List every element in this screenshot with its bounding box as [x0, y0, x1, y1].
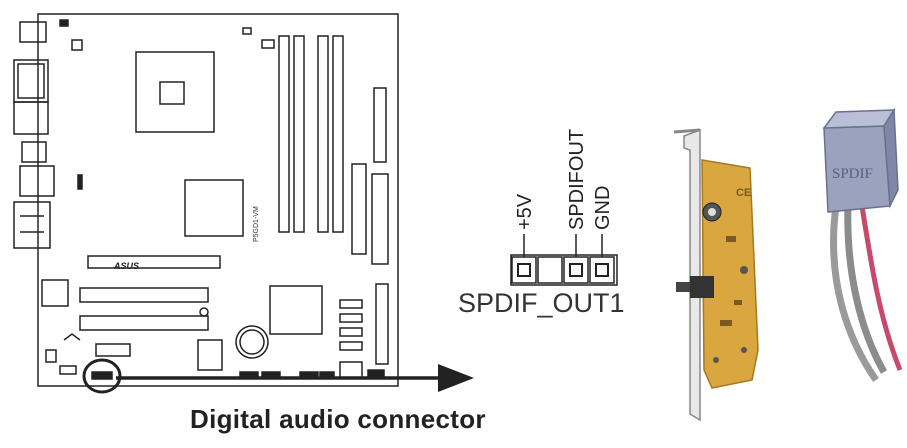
connector-name: SPDIF_OUT1 [458, 288, 625, 318]
spdif-cable [822, 107, 903, 383]
dimm-slot-3 [317, 35, 329, 233]
sata-port-3 [339, 327, 363, 337]
spdif-bracket-module [673, 128, 759, 422]
board-outline [37, 13, 399, 387]
card-marking: CE [736, 187, 751, 199]
spdif-header-highlight [82, 358, 122, 394]
pcie-slot [87, 255, 221, 269]
floppy-connector [373, 87, 387, 163]
dimm-slot-2 [293, 35, 305, 233]
sata-port-2 [339, 313, 363, 323]
small-chip [71, 39, 83, 51]
svg-text:ASUS: ASUS [113, 261, 139, 271]
spdif-header-pinout [510, 234, 618, 286]
svg-text:P5GD1-VM: P5GD1-VM [253, 206, 260, 242]
io-ps2-port [19, 21, 47, 43]
metal-bracket [683, 128, 701, 422]
io-serial-port [13, 101, 49, 135]
pin-2-keyed [537, 256, 563, 284]
cable-wire-red [859, 205, 903, 371]
io-usb-port [21, 141, 47, 163]
motherboard [13, 13, 399, 394]
bios-chip [197, 339, 223, 371]
cpu-socket [135, 51, 215, 133]
southbridge-chip [269, 285, 323, 335]
io-parallel-port [13, 59, 49, 103]
pin-label-5v: +5V [514, 193, 536, 230]
ide-connector-2 [371, 173, 389, 265]
optical-jack [690, 276, 714, 298]
cmos-battery [235, 325, 269, 359]
pin-label-spdifout: SPDIFOUT [566, 129, 588, 230]
io-audio-jacks [13, 201, 51, 249]
ide-connector-1 [351, 163, 367, 255]
cpu-socket-center [159, 81, 185, 105]
sata-port-1 [339, 299, 363, 309]
audio-codec-chip [41, 279, 69, 307]
cable-housing-label: SPDIF [832, 166, 873, 182]
diagram-caption: Digital audio connector [190, 404, 486, 434]
cable-wire-gray-1 [844, 205, 888, 374]
cable-wire-gray-2 [830, 205, 879, 383]
sata-port-4 [339, 341, 363, 351]
pin-label-gnd: GND [592, 186, 614, 230]
pointer-arrowhead [438, 364, 474, 392]
dimm-slot-4 [332, 35, 344, 233]
spdif-header-on-board [91, 371, 113, 380]
pci-slot-2 [79, 315, 209, 331]
dimm-slot-1 [278, 35, 290, 233]
pci-slot-1 [79, 287, 209, 303]
header-outline [510, 254, 618, 286]
northbridge-chip [184, 179, 244, 237]
io-lan-port [19, 165, 55, 197]
atx-power-connector [375, 283, 389, 365]
io-parallel-inner [17, 63, 45, 99]
